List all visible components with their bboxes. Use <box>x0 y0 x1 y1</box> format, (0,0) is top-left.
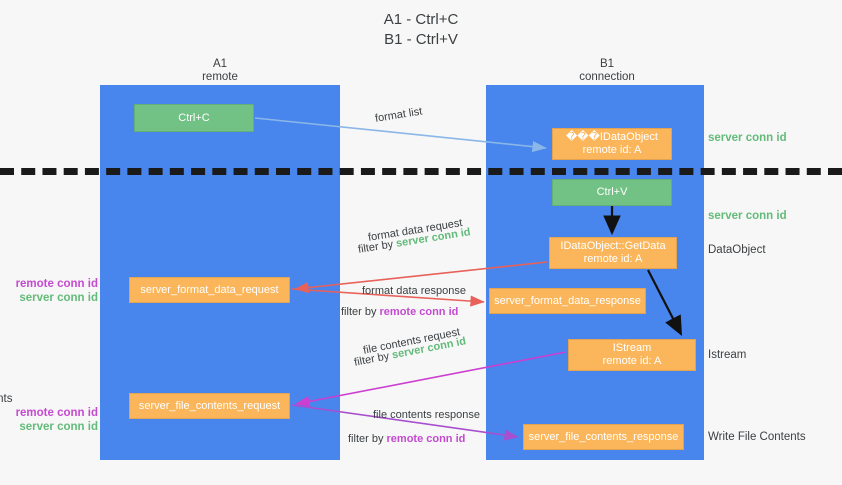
node-istream-line1: IStream <box>612 342 652 354</box>
filter-key-remote-conn-id: remote conn id <box>379 306 459 318</box>
annotation-read-file-contents: Read File Contents <box>0 393 13 405</box>
filter-prefix: filter by <box>357 237 398 256</box>
node-ctrl-c-line1: Ctrl+C <box>178 111 210 124</box>
lane-header-a1: A1 remote <box>130 58 310 84</box>
annotation-data-object: DataObject <box>708 244 766 256</box>
node-server-file-contents-request[interactable]: server_file_contents_request <box>129 393 290 419</box>
node-data-object-line1: ���IDataObject <box>566 131 658 143</box>
annotation-server-conn-id-1: server conn id <box>19 292 98 304</box>
lane-a1-name: A1 <box>212 58 228 70</box>
edge-label-file-contents-response: file contents response <box>373 409 481 421</box>
annotation-istream: Istream <box>708 349 747 361</box>
node-ctrl-v-line1: Ctrl+V <box>596 186 628 198</box>
node-server-file-contents-request-label: server_file_contents_request <box>138 399 281 412</box>
node-ctrl-v[interactable]: Ctrl+V <box>552 179 672 206</box>
filter-prefix: filter by <box>341 306 380 318</box>
lane-header-b1: B1 connection <box>517 58 697 84</box>
node-get-data[interactable]: IDataObject::GetData remote id: A <box>549 237 677 269</box>
node-server-format-data-response-label: server_format_data_response <box>494 294 641 307</box>
node-server-format-data-response[interactable]: server_format_data_response <box>489 288 646 314</box>
lane-a1-role: remote <box>202 71 238 83</box>
lane-b1-role: connection <box>579 71 635 83</box>
node-istream[interactable]: IStream remote id: A <box>568 339 696 371</box>
node-ctrl-c[interactable]: Ctrl+C <box>134 104 254 132</box>
edge-label-format-data-response: format data response <box>362 285 466 297</box>
phase-divider <box>0 168 842 175</box>
annotation-read-file-contents-group: Read File Contents remote conn id server… <box>0 392 98 434</box>
annotation-server-conn-id-top: server conn id <box>708 132 787 144</box>
edge-label-format-data-response-filter: filter by remote conn id <box>341 305 458 319</box>
node-server-file-contents-response[interactable]: server_file_contents_response <box>523 424 684 450</box>
annotation-write-file-contents: Write File Contents <box>708 431 806 443</box>
annotation-remote-conn-id-2: remote conn id <box>15 407 98 419</box>
node-server-format-data-request-label: server_format_data_request <box>140 283 279 296</box>
node-get-data-line1: IDataObject::GetData <box>560 240 666 252</box>
filter-key-remote-conn-id: remote conn id <box>386 433 466 445</box>
filter-prefix: filter by <box>353 349 394 369</box>
edge-label-format-list: format list <box>374 105 424 125</box>
node-data-object-line2: remote id: A <box>582 144 642 156</box>
title-line-2: B1 - Ctrl+V <box>384 31 458 48</box>
annotation-server-conn-id-2: server conn id <box>19 421 98 433</box>
lane-b1-name: B1 <box>599 58 615 70</box>
annotation-server-conn-id-mid: server conn id <box>708 210 787 222</box>
annotation-remote-conn-id-1: remote conn id <box>15 278 98 290</box>
node-data-object[interactable]: ���IDataObject remote id: A <box>552 128 672 160</box>
node-server-format-data-request[interactable]: server_format_data_request <box>129 277 290 303</box>
node-get-data-line2: remote id: A <box>583 253 643 265</box>
annotation-conn-ids-upper: remote conn id server conn id <box>6 277 98 305</box>
title-line-1: A1 - Ctrl+C <box>383 11 459 28</box>
node-server-file-contents-response-label: server_file_contents_response <box>528 430 679 443</box>
node-istream-line2: remote id: A <box>602 355 662 367</box>
edge-label-file-contents-response-filter: filter by remote conn id <box>348 432 465 446</box>
page-title: A1 - Ctrl+C B1 - Ctrl+V <box>0 10 842 50</box>
filter-prefix: filter by <box>348 433 387 445</box>
